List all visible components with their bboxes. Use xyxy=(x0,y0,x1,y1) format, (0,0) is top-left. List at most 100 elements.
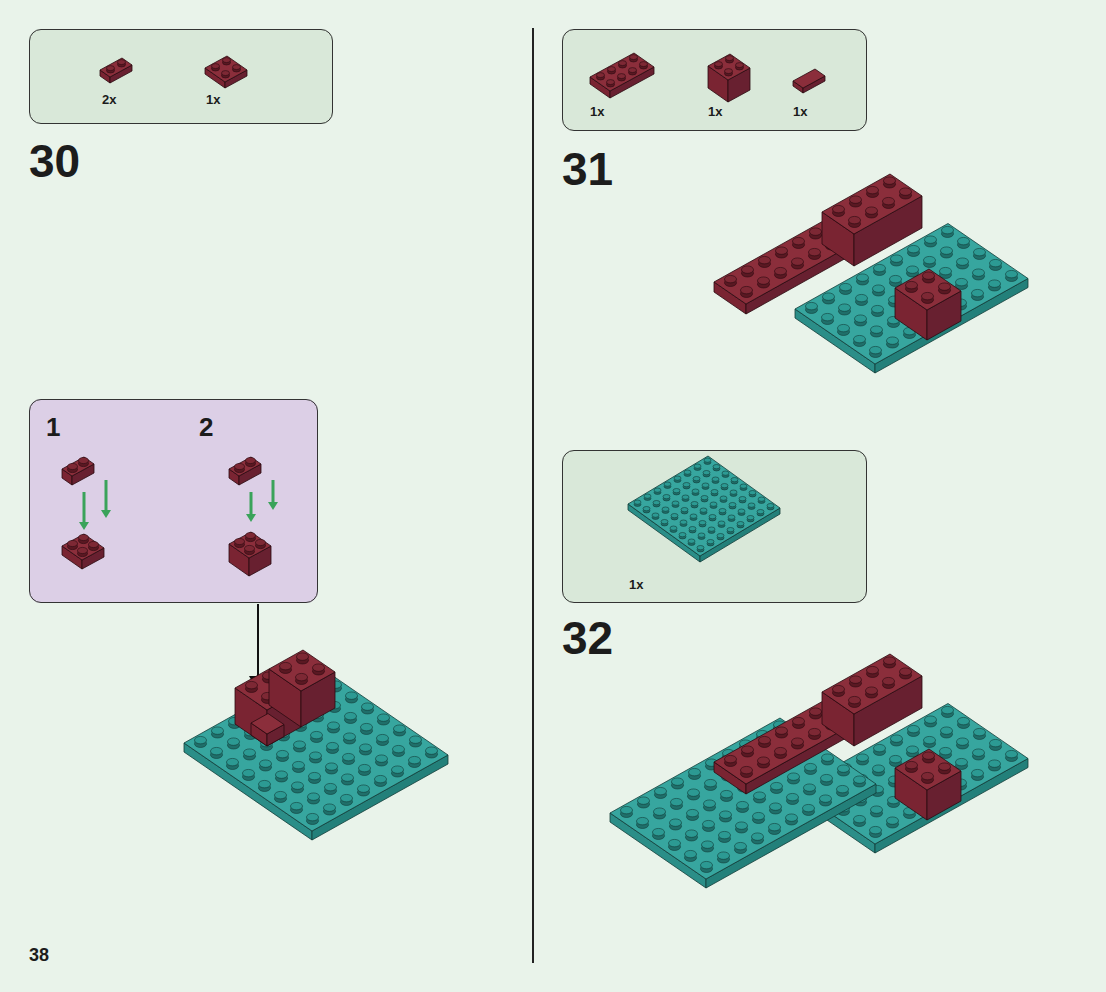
stud xyxy=(974,248,986,255)
stud xyxy=(68,463,78,469)
stud xyxy=(941,247,953,254)
parts-box: 2x1x xyxy=(29,29,333,124)
stud xyxy=(360,744,372,751)
stud xyxy=(736,63,744,68)
stud xyxy=(990,739,1002,746)
stud xyxy=(68,540,78,546)
stud xyxy=(327,742,339,749)
brick-top xyxy=(895,269,961,310)
stud xyxy=(721,790,733,797)
stud xyxy=(747,515,754,519)
stud xyxy=(720,496,727,500)
stud xyxy=(820,795,832,802)
stud xyxy=(227,758,239,765)
stud xyxy=(838,765,850,772)
stud xyxy=(887,817,899,824)
stud xyxy=(670,819,682,826)
stud xyxy=(758,277,770,284)
stud xyxy=(923,752,935,759)
stud xyxy=(757,509,764,513)
stud xyxy=(941,727,953,734)
stud xyxy=(809,728,821,735)
stud xyxy=(792,738,804,745)
stud xyxy=(804,784,816,791)
stud xyxy=(833,205,845,212)
stud xyxy=(704,458,711,462)
stud xyxy=(725,755,737,762)
green-arrow xyxy=(246,514,256,522)
stud xyxy=(776,247,788,254)
stud xyxy=(854,815,866,822)
stud xyxy=(887,337,899,344)
stud xyxy=(713,464,720,468)
stud xyxy=(223,58,231,63)
stud xyxy=(873,285,885,292)
stud xyxy=(701,861,713,868)
stud xyxy=(228,738,240,745)
stud xyxy=(693,476,700,480)
stud xyxy=(792,258,804,265)
stud xyxy=(748,503,755,507)
stud xyxy=(692,489,699,493)
stud xyxy=(410,736,422,743)
stud xyxy=(629,68,637,73)
stud xyxy=(276,771,288,778)
stud xyxy=(775,267,787,274)
stud xyxy=(708,527,715,531)
stud xyxy=(793,237,805,244)
stud xyxy=(942,706,954,713)
stud xyxy=(361,723,373,730)
stud xyxy=(956,278,968,285)
step-number: 31 xyxy=(562,146,613,192)
stud xyxy=(940,267,952,274)
stud xyxy=(680,520,687,524)
stud xyxy=(866,687,878,694)
stud xyxy=(690,514,697,518)
stud xyxy=(376,755,388,762)
stud xyxy=(907,746,919,753)
stud xyxy=(246,532,256,538)
stud xyxy=(867,186,879,193)
stud xyxy=(375,775,387,782)
stud xyxy=(663,494,670,498)
stud xyxy=(310,752,322,759)
stud xyxy=(771,782,783,789)
stud xyxy=(740,484,747,488)
stud xyxy=(621,806,633,813)
stud xyxy=(973,269,985,276)
stud xyxy=(392,766,404,773)
brick-top xyxy=(184,667,448,831)
stud xyxy=(742,266,754,273)
stud xyxy=(855,315,867,322)
stud xyxy=(277,750,289,757)
stud xyxy=(854,776,866,783)
stud xyxy=(823,293,835,300)
brick-top xyxy=(628,456,780,556)
stud xyxy=(850,196,862,203)
sub-step-number: 2 xyxy=(199,412,213,443)
stud xyxy=(838,324,850,331)
stud xyxy=(908,245,920,252)
stud xyxy=(377,734,389,741)
stud xyxy=(972,289,984,296)
stud xyxy=(280,662,292,669)
stud xyxy=(940,747,952,754)
brick-top xyxy=(708,54,750,80)
parts-box: 1x xyxy=(562,450,867,603)
stud xyxy=(653,500,660,504)
stud xyxy=(246,457,256,463)
stud xyxy=(673,488,680,492)
stud xyxy=(682,495,689,499)
stud xyxy=(923,272,935,279)
stud xyxy=(891,735,903,742)
stud xyxy=(246,681,258,688)
green-arrow xyxy=(272,480,275,503)
stud xyxy=(671,513,678,517)
stud xyxy=(908,725,920,732)
stud xyxy=(837,785,849,792)
stud xyxy=(990,259,1002,266)
stud xyxy=(1006,750,1018,757)
stud xyxy=(328,722,340,729)
brick-top xyxy=(205,56,247,82)
stud xyxy=(805,763,817,770)
